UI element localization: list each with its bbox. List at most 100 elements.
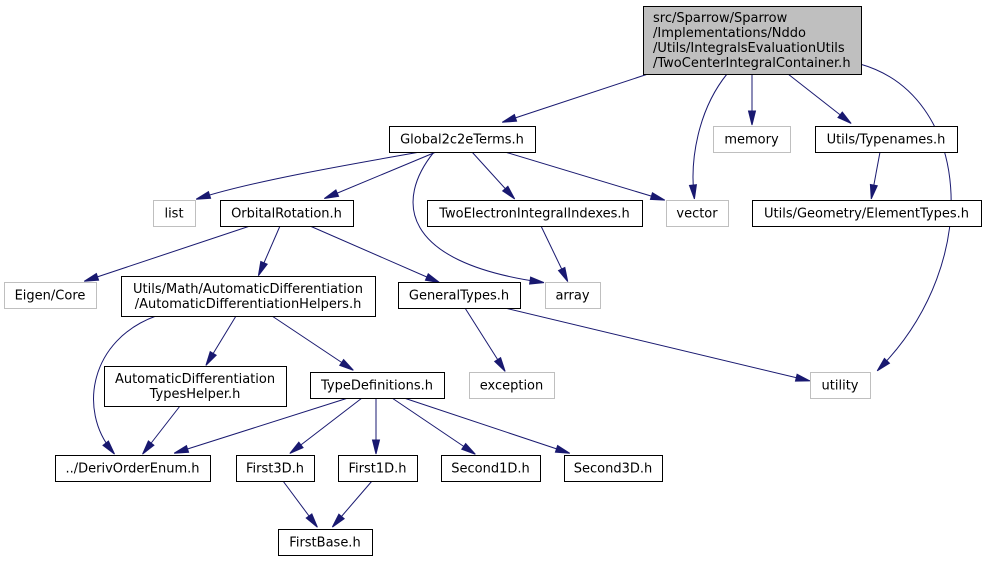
node-label-line: AutomaticDifferentiation xyxy=(115,372,275,387)
edge-line xyxy=(292,397,363,452)
node-firstBase[interactable]: FirstBase.h xyxy=(278,529,373,556)
arrow-head xyxy=(83,272,100,282)
edge-line xyxy=(859,63,952,369)
arrow-head xyxy=(257,260,268,276)
edge-root-to-utility xyxy=(859,63,952,372)
node-box xyxy=(815,126,958,153)
edge-line xyxy=(327,151,437,198)
node-label-line: TwoElectronIntegralIndexes.h xyxy=(438,207,630,222)
node-label-line: exception xyxy=(480,379,544,394)
node-root[interactable]: src/Sparrow/Sparrow/Implementations/Nddo… xyxy=(643,6,862,75)
node-box xyxy=(310,372,445,399)
edge-root-to-memory xyxy=(747,74,757,126)
node-label-line: OrbitalRotation.h xyxy=(231,207,342,222)
node-label-line: First3D.h xyxy=(246,462,304,477)
node-label-line: GeneralTypes.h xyxy=(409,289,509,304)
node-label-line: /Implementations/Nddo xyxy=(653,26,806,41)
node-label-line: TypesHelper.h xyxy=(149,387,241,402)
arrow-head xyxy=(173,444,190,454)
edge-orbitalRotation-to-eigenCore xyxy=(83,225,251,282)
arrow-head xyxy=(289,441,304,454)
edge-line xyxy=(403,397,567,453)
node-box xyxy=(338,455,418,482)
edges-layer xyxy=(83,63,952,528)
node-first3D[interactable]: First3D.h xyxy=(236,455,315,482)
arrow-head xyxy=(501,185,516,200)
node-second3D[interactable]: Second3D.h xyxy=(564,455,663,482)
edge-typeDefinitions-to-first3D xyxy=(289,397,363,454)
node-box xyxy=(4,282,97,309)
arrow-head xyxy=(501,113,518,123)
arrow-head xyxy=(195,190,212,200)
edge-typeDefinitions-to-first1D xyxy=(371,398,381,455)
node-elementTypes[interactable]: Utils/Geometry/ElementTypes.h xyxy=(752,200,982,227)
edge-line xyxy=(692,73,728,196)
node-eigenCore: Eigen/Core xyxy=(4,282,97,309)
arrow-head xyxy=(869,183,878,200)
node-box xyxy=(104,366,287,407)
arrow-head xyxy=(688,184,698,200)
node-orbitalRotation[interactable]: OrbitalRotation.h xyxy=(220,200,354,227)
edge-orbitalRotation-to-generalTypes xyxy=(309,225,440,284)
edge-autoDiffHelpers-to-typeDefinitions xyxy=(271,315,354,371)
node-typenames[interactable]: Utils/Typenames.h xyxy=(815,126,958,153)
node-memory: memory xyxy=(713,126,791,153)
nodes-layer: src/Sparrow/Sparrow/Implementations/Nddo… xyxy=(4,6,982,556)
arrow-head xyxy=(371,439,381,455)
node-exception: exception xyxy=(469,372,555,399)
edge-global2c2e-to-orbitalRotation xyxy=(324,151,437,200)
node-label-line: /TwoCenterIntegralContainer.h xyxy=(653,56,851,71)
edge-line xyxy=(271,315,351,369)
node-generalTypes[interactable]: GeneralTypes.h xyxy=(398,282,521,309)
edge-line xyxy=(505,73,649,122)
node-label-line: Second1D.h xyxy=(451,462,530,477)
edge-line xyxy=(93,315,157,452)
edge-line xyxy=(464,307,504,369)
node-label-line: First1D.h xyxy=(348,462,406,477)
node-box xyxy=(427,200,643,227)
arrow-head xyxy=(324,189,340,200)
arrow-head xyxy=(142,440,155,455)
node-first1D[interactable]: First1D.h xyxy=(338,455,418,482)
node-box xyxy=(398,282,521,309)
edge-twoElectron-to-array xyxy=(540,225,569,282)
node-typeDefinitions[interactable]: TypeDefinitions.h xyxy=(310,372,445,399)
edge-line xyxy=(309,225,437,282)
node-box xyxy=(643,6,862,75)
edge-root-to-global2c2e xyxy=(501,73,649,123)
node-label-line: Second3D.h xyxy=(574,462,653,477)
edge-autoDiffHelpers-to-autoDiffTypesHelper xyxy=(205,315,237,366)
edge-global2c2e-to-twoElectron xyxy=(471,151,516,200)
node-label-line: Eigen/Core xyxy=(15,289,86,304)
node-second1D[interactable]: Second1D.h xyxy=(441,455,541,482)
node-utility: utility xyxy=(810,372,871,399)
arrow-head xyxy=(876,357,891,372)
arrow-head xyxy=(837,111,852,124)
node-twoElectron[interactable]: TwoElectronIntegralIndexes.h xyxy=(427,200,643,227)
edge-first3D-to-firstBase xyxy=(282,480,318,528)
edge-generalTypes-to-utility xyxy=(504,307,811,382)
arrow-head xyxy=(331,513,345,528)
node-box xyxy=(121,276,376,317)
arrow-head xyxy=(424,273,440,284)
edge-typeDefinitions-to-derivOrderEnum xyxy=(173,397,349,454)
edge-line xyxy=(412,151,541,283)
node-box xyxy=(469,372,555,399)
arrow-head xyxy=(205,350,217,366)
node-box xyxy=(236,455,315,482)
node-box xyxy=(278,529,373,556)
node-derivOrderEnum[interactable]: ../DerivOrderEnum.h xyxy=(55,455,211,482)
edge-line xyxy=(177,397,349,453)
arrow-head xyxy=(557,266,569,282)
node-autoDiffHelpers[interactable]: Utils/Math/AutomaticDifferentiation/Auto… xyxy=(121,276,376,317)
node-global2c2e[interactable]: Global2c2eTerms.h xyxy=(389,126,536,153)
node-label-line: Utils/Math/AutomaticDifferentiation xyxy=(133,282,363,297)
edge-line xyxy=(87,225,251,281)
node-label-line: Global2c2eTerms.h xyxy=(400,133,524,148)
node-label-line: Utils/Geometry/ElementTypes.h xyxy=(764,207,969,222)
edge-line xyxy=(504,307,807,381)
node-box xyxy=(564,455,663,482)
node-label-line: array xyxy=(555,289,589,304)
